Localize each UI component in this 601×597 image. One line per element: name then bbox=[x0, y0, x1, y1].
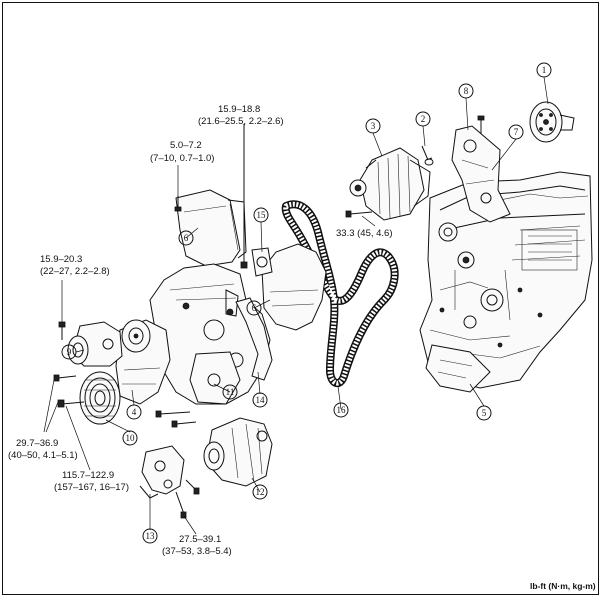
svg-text:3: 3 bbox=[371, 121, 376, 131]
svg-text:5.0–7.2: 5.0–7.2 bbox=[170, 140, 202, 151]
svg-text:12: 12 bbox=[256, 487, 265, 497]
torque-spec-t5: 29.7–36.9 (40–50, 4.1–5.1) bbox=[8, 438, 78, 461]
svg-text:16: 16 bbox=[337, 405, 347, 415]
torque-spec-t7: 27.5–39.1 (37–53, 3.8–5.4) bbox=[162, 534, 232, 557]
cover-bolt bbox=[174, 196, 182, 212]
callout-13: 13 bbox=[142, 528, 158, 544]
callout-9: 9 bbox=[61, 344, 77, 360]
svg-text:11: 11 bbox=[226, 387, 235, 397]
callout-15: 15 bbox=[253, 207, 269, 223]
svg-text:8: 8 bbox=[464, 86, 469, 96]
svg-text:115.7–122.9: 115.7–122.9 bbox=[62, 470, 114, 481]
svg-text:(21.6–25.5, 2.2–2.6): (21.6–25.5, 2.2–2.6) bbox=[198, 116, 284, 127]
ac-bracket bbox=[139, 445, 185, 499]
svg-text:2: 2 bbox=[421, 114, 426, 124]
svg-text:15: 15 bbox=[257, 210, 267, 220]
svg-text:5: 5 bbox=[482, 408, 487, 418]
bracket-bolts bbox=[155, 410, 197, 428]
ac-compressor bbox=[203, 417, 273, 487]
callout-12: 12 bbox=[252, 484, 268, 500]
svg-text:(7–10, 0.7–1.0): (7–10, 0.7–1.0) bbox=[150, 153, 214, 164]
svg-text:27.5–39.1: 27.5–39.1 bbox=[179, 534, 221, 545]
svg-text:6: 6 bbox=[184, 233, 189, 243]
tensioner-bolt bbox=[53, 374, 77, 382]
svg-text:9: 9 bbox=[67, 347, 72, 357]
svg-text:33.3 (45, 4.6): 33.3 (45, 4.6) bbox=[336, 228, 393, 239]
torque-spec-t6: 115.7–122.9 (157–167, 16–17) bbox=[54, 470, 129, 493]
svg-text:(22–27, 2.2–2.8): (22–27, 2.2–2.8) bbox=[40, 266, 110, 277]
callout-6b: 6 bbox=[246, 300, 262, 316]
callout-10: 10 bbox=[122, 430, 138, 446]
callout-6a: 6 bbox=[178, 230, 194, 246]
callout-2: 2 bbox=[415, 111, 431, 127]
alternator bbox=[349, 147, 431, 221]
callout-16: 16 bbox=[333, 402, 349, 418]
engine-mount-bracket bbox=[451, 125, 511, 223]
callout-11: 11 bbox=[222, 384, 238, 400]
alternator-bolt bbox=[345, 210, 373, 218]
idler-bolt bbox=[58, 321, 66, 340]
torque-spec-t4: 33.3 (45, 4.6) bbox=[336, 228, 393, 239]
leader-lines bbox=[43, 76, 549, 535]
svg-text:10: 10 bbox=[126, 433, 136, 443]
svg-text:7: 7 bbox=[514, 127, 519, 137]
crank-bolt bbox=[57, 399, 85, 408]
callout-8: 8 bbox=[458, 83, 474, 99]
svg-text:1: 1 bbox=[542, 65, 547, 75]
water-pump-pulley bbox=[529, 101, 575, 143]
idler-15 bbox=[251, 247, 273, 277]
callout-7: 7 bbox=[508, 124, 524, 140]
callout-1: 1 bbox=[536, 62, 552, 78]
timing-cover-right bbox=[261, 243, 327, 331]
callout-4: 4 bbox=[126, 404, 142, 420]
drive-belt bbox=[281, 200, 399, 388]
torque-spec-t3: 15.9–20.3 (22–27, 2.2–2.8) bbox=[40, 254, 110, 277]
timing-cover-upper bbox=[175, 189, 247, 267]
bolt-8 bbox=[477, 115, 485, 134]
svg-text:13: 13 bbox=[146, 531, 156, 541]
long-bolt bbox=[240, 124, 248, 269]
units-label: lb-ft (N·m, kg-m) bbox=[530, 581, 596, 591]
svg-text:15.9–20.3: 15.9–20.3 bbox=[40, 254, 82, 265]
torque-spec-t2: 5.0–7.2 (7–10, 0.7–1.0) bbox=[150, 140, 214, 164]
svg-text:4: 4 bbox=[132, 407, 137, 417]
torque-spec-t1: 15.9–18.8 (21.6–25.5, 2.2–2.6) bbox=[198, 104, 284, 127]
ac-bracket-bolts bbox=[175, 479, 200, 519]
svg-text:14: 14 bbox=[256, 395, 266, 405]
tensioner bbox=[115, 319, 171, 405]
svg-text:(37–53, 3.8–5.4): (37–53, 3.8–5.4) bbox=[162, 546, 232, 557]
callout-5: 5 bbox=[476, 405, 492, 421]
svg-text:(157–167, 16–17): (157–167, 16–17) bbox=[54, 482, 129, 493]
callout-3: 3 bbox=[365, 118, 381, 134]
svg-text:29.7–36.9: 29.7–36.9 bbox=[16, 438, 58, 449]
svg-text:(40–50, 4.1–5.1): (40–50, 4.1–5.1) bbox=[8, 450, 78, 461]
svg-text:6: 6 bbox=[252, 303, 257, 313]
connector-2 bbox=[421, 145, 434, 166]
svg-text:15.9–18.8: 15.9–18.8 bbox=[218, 104, 260, 115]
callout-14: 14 bbox=[252, 392, 268, 408]
engine-block bbox=[419, 171, 593, 393]
main-bracket bbox=[149, 263, 271, 405]
idler-pulley bbox=[67, 321, 123, 367]
crankshaft-pulley bbox=[79, 371, 121, 425]
